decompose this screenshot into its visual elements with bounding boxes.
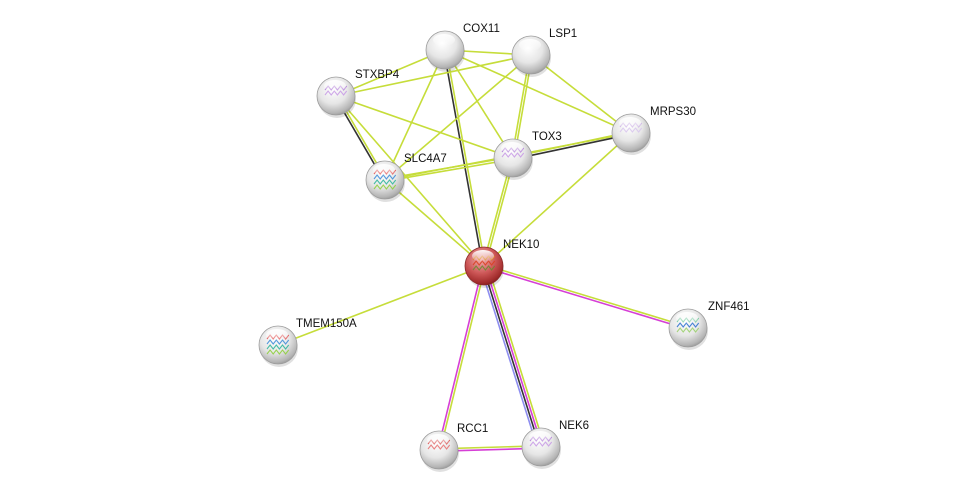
edge-nek10-tmem150a[interactable] bbox=[277, 265, 485, 346]
edge-evidence-experiments bbox=[483, 266, 688, 330]
node-slc4a7[interactable]: SLC4A7 bbox=[365, 153, 447, 202]
edge-evidence-textmining bbox=[444, 49, 514, 159]
node-rcc1[interactable]: RCC1 bbox=[419, 423, 488, 472]
node-label: ZNF461 bbox=[708, 301, 750, 313]
node-highlight bbox=[501, 142, 523, 154]
node-highlight bbox=[676, 312, 698, 324]
edge-cox11-nek10[interactable] bbox=[443, 49, 486, 267]
edge-evidence-coexpression bbox=[443, 50, 484, 267]
edge-evidence-textmining bbox=[335, 95, 514, 159]
edge-cox11-tox3[interactable] bbox=[444, 49, 514, 159]
node-label: COX11 bbox=[463, 23, 500, 35]
edge-lsp1-stxbp4[interactable] bbox=[335, 54, 532, 97]
edge-evidence-textmining bbox=[384, 49, 446, 181]
nodes-layer: COX11 LSP1STXBP4MRPS30TOX3SLC4A7NEK10TMEM… bbox=[258, 23, 750, 472]
edge-evidence-textmining bbox=[444, 49, 632, 134]
node-tmem150a[interactable]: TMEM150A bbox=[258, 318, 357, 367]
edge-cox11-mrps30[interactable] bbox=[444, 49, 632, 134]
edge-stxbp4-nek10[interactable] bbox=[335, 95, 485, 267]
edge-evidence-textmining bbox=[335, 54, 532, 97]
edge-evidence-textmining bbox=[335, 49, 446, 97]
node-highlight bbox=[472, 250, 494, 262]
edge-lsp1-mrps30[interactable] bbox=[530, 54, 632, 134]
edge-cox11-slc4a7[interactable] bbox=[384, 49, 446, 181]
edge-evidence-textmining bbox=[530, 54, 632, 134]
node-tox3[interactable]: TOX3 bbox=[493, 131, 562, 180]
edge-evidence-textmining bbox=[384, 54, 532, 181]
node-highlight bbox=[427, 434, 449, 446]
node-znf461[interactable]: ZNF461 bbox=[668, 301, 750, 350]
edge-evidence-textmining bbox=[439, 266, 486, 451]
edge-nek10-znf461[interactable] bbox=[483, 264, 689, 330]
edge-tox3-mrps30[interactable] bbox=[512, 131, 632, 160]
edge-evidence-textmining bbox=[385, 158, 514, 182]
edge-evidence-database bbox=[479, 266, 539, 449]
node-label: NEK10 bbox=[503, 239, 539, 251]
node-mrps30[interactable]: MRPS30 bbox=[611, 106, 696, 155]
node-label: STXBP4 bbox=[355, 69, 400, 81]
edge-evidence-textmining bbox=[445, 49, 486, 266]
node-stxbp4[interactable]: STXBP4 bbox=[316, 69, 400, 118]
edge-evidence-textmining bbox=[335, 95, 485, 267]
edge-slc4a7-nek10[interactable] bbox=[384, 179, 485, 267]
edge-evidence-experiments bbox=[484, 265, 543, 447]
edge-evidence-textmining bbox=[512, 131, 631, 158]
edge-evidence-coexpression bbox=[482, 266, 541, 448]
edge-evidence-textmining bbox=[384, 179, 485, 267]
node-highlight bbox=[324, 80, 346, 92]
node-label: TMEM150A bbox=[296, 318, 357, 330]
edge-nek10-nek6[interactable] bbox=[479, 264, 546, 449]
node-highlight bbox=[529, 431, 551, 443]
edge-mrps30-nek10[interactable] bbox=[483, 132, 632, 267]
node-label: MRPS30 bbox=[650, 106, 696, 118]
edge-evidence-coexpression bbox=[513, 133, 632, 160]
edge-lsp1-slc4a7[interactable] bbox=[384, 54, 532, 181]
edge-nek10-rcc1[interactable] bbox=[437, 265, 486, 451]
node-lsp1[interactable]: LSP1 bbox=[511, 28, 577, 77]
node-highlight bbox=[519, 39, 541, 51]
node-label: NEK6 bbox=[559, 420, 589, 432]
edge-stxbp4-tox3[interactable] bbox=[335, 95, 514, 159]
node-highlight bbox=[266, 329, 288, 341]
node-highlight bbox=[619, 117, 641, 129]
edge-evidence-textmining bbox=[483, 132, 632, 267]
edge-evidence-textmining bbox=[484, 264, 689, 328]
node-nek10[interactable]: NEK10 bbox=[464, 239, 539, 288]
node-cox11[interactable]: COX11 bbox=[425, 23, 500, 72]
node-label: LSP1 bbox=[549, 28, 577, 40]
edge-evidence-experiments bbox=[437, 265, 484, 450]
node-nek6[interactable]: NEK6 bbox=[521, 420, 589, 469]
edge-evidence-textmining bbox=[277, 265, 485, 346]
node-highlight bbox=[433, 34, 455, 46]
node-label: RCC1 bbox=[457, 423, 488, 435]
node-label: TOX3 bbox=[532, 131, 562, 143]
edge-evidence-textmining bbox=[486, 264, 546, 447]
node-highlight bbox=[373, 164, 395, 176]
edge-cox11-stxbp4[interactable] bbox=[335, 49, 446, 97]
node-label: SLC4A7 bbox=[404, 153, 447, 165]
